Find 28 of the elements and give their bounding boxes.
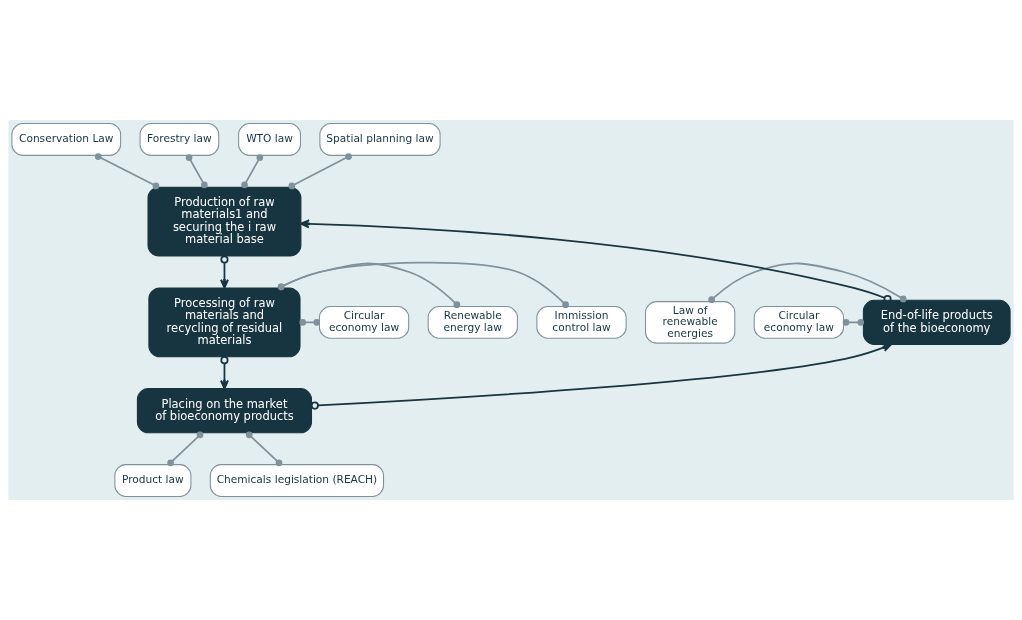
arrow xyxy=(310,343,892,410)
node-box: Product law xyxy=(114,464,192,497)
connector xyxy=(185,154,208,189)
connector xyxy=(241,154,264,189)
node-box: Conservation Law xyxy=(11,123,122,156)
node-box: Placing on the market of bioeconomy products xyxy=(136,388,313,434)
node-box: Renewable energy law xyxy=(427,305,518,339)
connector xyxy=(708,262,907,304)
node-box: Production of raw materials1 and securing the i raw material base xyxy=(147,186,302,257)
node-box: Processing of raw materials and recycling of residual materials xyxy=(148,287,301,358)
node-box: Law of renewable energies xyxy=(645,301,736,344)
arrow xyxy=(300,219,892,304)
node-box: Spatial planning law xyxy=(319,123,441,156)
connector xyxy=(167,431,204,467)
node-box: Forestry law xyxy=(139,123,220,156)
node-box: Chemicals legislation (REACH) xyxy=(209,464,385,497)
connector xyxy=(94,153,160,190)
connector xyxy=(277,261,569,309)
node-box: Circular economy law xyxy=(753,305,845,339)
connector xyxy=(245,431,283,467)
node-box: Immission control law xyxy=(536,305,627,339)
connector xyxy=(842,319,865,326)
connector xyxy=(277,262,461,309)
node-box: Circular economy law xyxy=(318,305,410,339)
connector xyxy=(288,153,352,190)
connector xyxy=(299,319,321,326)
node-box: WTO law xyxy=(238,123,301,156)
node-box: End-of-life products of the bioeconomy xyxy=(862,299,1011,345)
